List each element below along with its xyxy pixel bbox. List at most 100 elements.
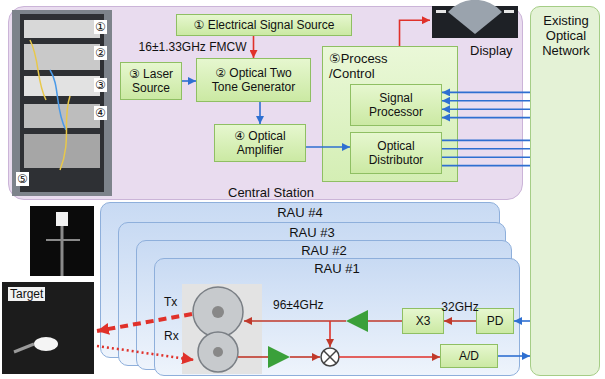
- node-label: ③ Laser Source: [125, 67, 177, 95]
- rf-wire: [368, 320, 402, 322]
- edge-label: 16±1.33GHz FMCW: [138, 40, 248, 54]
- node-label: Target: [8, 287, 45, 301]
- label-holder: ①: [94, 20, 107, 34]
- signal-label: Tx: [163, 295, 178, 309]
- label-holder: ②: [94, 46, 107, 60]
- rx-dish: [198, 332, 238, 372]
- node-label: ① Electrical Signal Source: [194, 18, 335, 32]
- callout-number: ④: [94, 106, 107, 120]
- label-holder: 32GHz: [440, 300, 479, 314]
- signal-connector: [442, 100, 530, 102]
- callout-number: ①: [94, 20, 107, 34]
- mixer-symbol: [321, 348, 339, 366]
- node-label: Optical Distributor: [355, 139, 437, 167]
- rack-unit: [24, 20, 100, 38]
- display-bar: [504, 10, 514, 13]
- node-label: A/D: [459, 349, 479, 363]
- signal-connector: [259, 102, 261, 124]
- rf-wire: [238, 356, 268, 358]
- process-box: Optical Distributor: [350, 132, 442, 174]
- callout-number: ⑤: [16, 172, 29, 186]
- label-holder: ④: [94, 106, 107, 120]
- text-holder: Central Station: [216, 185, 326, 200]
- dish-feed: [212, 306, 224, 318]
- signal-connector: [444, 320, 476, 322]
- rack-unit: [24, 76, 100, 96]
- rx-beam: [97, 346, 194, 360]
- lo-wire: [329, 321, 331, 347]
- signal-label: 96±4GHz: [272, 298, 325, 312]
- mixer-cross: [324, 351, 336, 363]
- process-box: X3: [402, 308, 444, 334]
- rack-cable: [30, 40, 46, 100]
- display-plot: [448, 0, 502, 34]
- node-label: PD: [487, 314, 504, 328]
- rack-cable: [60, 96, 70, 170]
- callout-number: ②: [94, 46, 107, 60]
- callout-number: ③: [94, 78, 107, 92]
- signal-label: Rx: [163, 329, 180, 343]
- signal-connector: [442, 156, 530, 158]
- rack-unit: [24, 104, 100, 128]
- rack-cable: [50, 70, 66, 130]
- tx-dish: [193, 287, 243, 337]
- signal-connector: [442, 140, 530, 142]
- label-holder: 96±4GHz: [272, 298, 325, 312]
- pole-lamp: [56, 212, 68, 226]
- node-label: Existing Optical Network: [542, 13, 590, 58]
- network-panel: Existing Optical Network: [530, 6, 600, 376]
- process-box: PD: [476, 308, 514, 334]
- pole-arm: [46, 239, 80, 241]
- process-box: ② Optical Two Tone Generator: [196, 58, 311, 102]
- label-holder: ⑤: [16, 172, 29, 186]
- text-holder: RAU #1: [155, 261, 519, 276]
- label-holder: Rx: [163, 329, 180, 343]
- process-box: ① Electrical Signal Source: [176, 14, 352, 36]
- node-label: Central Station: [228, 185, 314, 200]
- text-holder: Display: [470, 43, 518, 58]
- group-box: ⑤Process /ControlSignal ProcessorOptical…: [322, 46, 458, 182]
- signal-connector: [514, 320, 530, 322]
- signal-connector: [498, 355, 530, 357]
- target-photo: Target: [2, 282, 94, 374]
- signal-connector: [306, 146, 350, 148]
- signal-connector: [442, 92, 530, 94]
- pole-photo: [30, 206, 94, 276]
- mixer-cross: [324, 351, 336, 363]
- label-holder: 16±1.33GHz FMCW: [138, 40, 248, 54]
- pole: [61, 222, 64, 276]
- label-holder: Tx: [163, 295, 178, 309]
- text-holder: Target: [8, 286, 68, 301]
- node-label: ② Optical Two Tone Generator: [201, 66, 306, 94]
- tx-beam: [97, 314, 192, 331]
- node-label: RAU #4: [277, 205, 323, 220]
- antenna-photo: [182, 284, 262, 374]
- text-holder: RAU #4: [101, 205, 499, 220]
- signal-connector: [442, 148, 530, 150]
- signal-connector: [253, 36, 255, 58]
- dish-feed: [213, 347, 223, 357]
- node-label: X3: [416, 314, 431, 328]
- signal-connector: [442, 117, 530, 119]
- process-box: ③ Laser Source: [120, 62, 182, 100]
- text-holder: ⑤Process /Control: [329, 51, 403, 81]
- node-label: Display: [470, 43, 513, 58]
- target-handle: [14, 344, 34, 352]
- edge-label: 32GHz: [440, 300, 479, 314]
- amplifier-symbol: [346, 310, 368, 332]
- node-label: RAU #2: [301, 243, 347, 258]
- display-bar: [436, 10, 446, 13]
- text-holder: Existing Optical Network: [534, 13, 598, 58]
- text-holder: RAU #2: [137, 243, 511, 258]
- node-label: Signal Processor: [355, 91, 437, 119]
- rack-frame: [20, 14, 104, 192]
- process-box: A/D: [440, 344, 498, 368]
- node-label: RAU #3: [289, 225, 335, 240]
- node-label: RAU #1: [314, 261, 360, 276]
- amplifier-symbol: [268, 346, 290, 368]
- node-label: ⑤Process /Control: [329, 51, 388, 81]
- rf-wire: [290, 356, 320, 358]
- signal-connector: [400, 20, 430, 46]
- if-wire: [339, 356, 440, 358]
- text-holder: RAU #3: [119, 225, 505, 240]
